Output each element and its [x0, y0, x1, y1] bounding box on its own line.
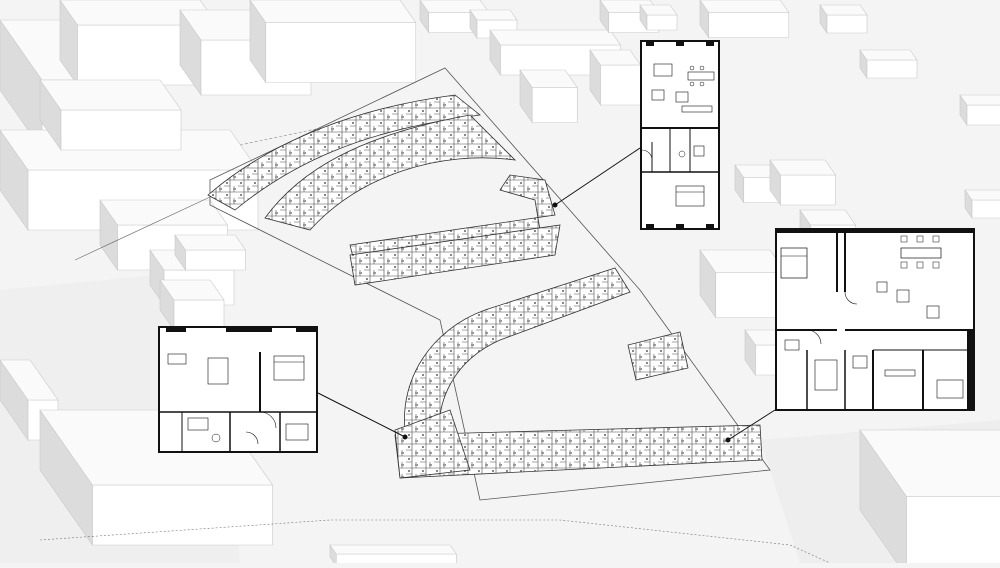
pavilion	[627, 331, 689, 381]
context-building	[159, 279, 225, 331]
context-building	[699, 0, 790, 39]
context-building	[589, 49, 642, 106]
context-building	[859, 49, 918, 79]
context-building	[819, 4, 868, 34]
context-building	[769, 159, 837, 206]
context-building	[639, 4, 678, 31]
wing-middle-main	[349, 224, 561, 286]
context-building	[469, 9, 518, 39]
wing-south-join	[394, 409, 471, 479]
context-building	[699, 249, 787, 319]
context-building	[859, 429, 1000, 568]
context-building	[39, 79, 182, 151]
floor-plan-east	[777, 230, 973, 409]
context-building	[329, 544, 457, 567]
floor-plan-west	[160, 328, 316, 451]
leader-west	[317, 392, 406, 438]
leader-north	[554, 147, 641, 206]
context-building	[519, 69, 578, 124]
wing-north-arc	[207, 94, 481, 211]
leader-north-dot	[552, 202, 558, 208]
callout-north-plan	[640, 40, 720, 230]
context-building	[174, 234, 247, 271]
housing-wings	[207, 94, 763, 479]
callout-west-plan	[158, 326, 318, 453]
leader-west-dot	[402, 434, 408, 440]
wing-south-curve	[404, 267, 631, 441]
floor-plan-north	[642, 42, 718, 228]
wing-inner-north	[264, 114, 517, 231]
callout-east-plan	[775, 228, 975, 411]
leader-east-dot	[725, 437, 731, 443]
context-building	[249, 0, 417, 84]
leader-east	[727, 409, 776, 441]
leader-lines	[317, 147, 776, 443]
context-building	[964, 189, 1000, 219]
context-building	[959, 94, 1000, 126]
